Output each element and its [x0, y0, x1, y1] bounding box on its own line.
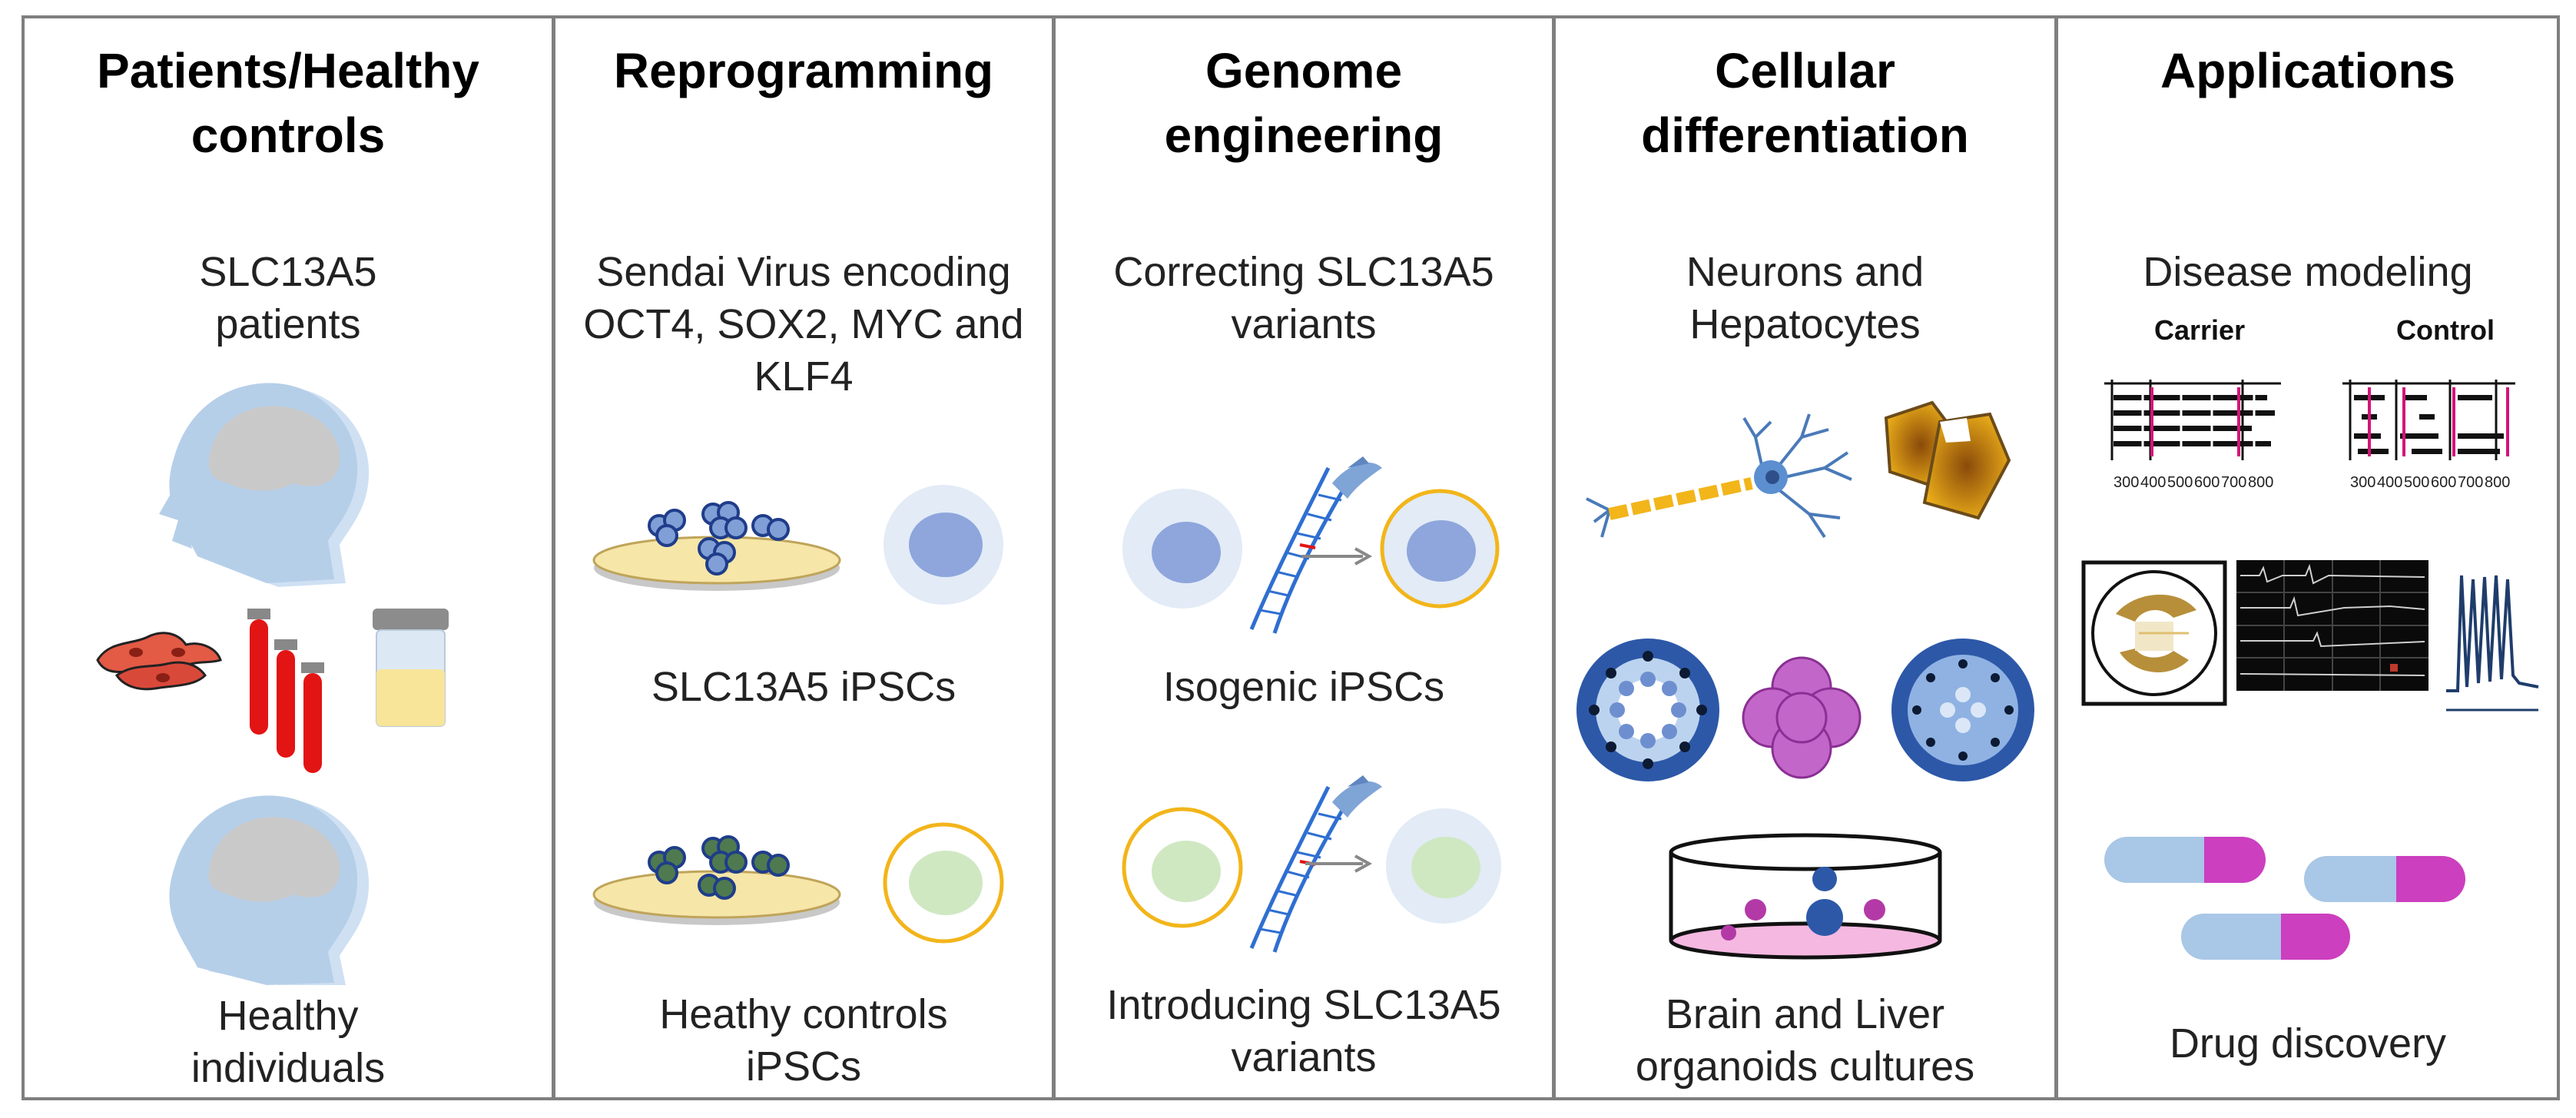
heading-line: controls [191, 108, 386, 163]
raster-title-control: Control [2396, 314, 2495, 346]
label-line: Disease modeling [2143, 249, 2473, 295]
label-line: SLC13A5 [199, 249, 377, 295]
neuron-icon [1586, 413, 1852, 539]
label-line: patients [215, 301, 361, 347]
tick-label: 600 [2431, 474, 2456, 491]
label-line: Brain and Liver [1665, 991, 1945, 1037]
column-differentiation: Cellular differentiation Neurons and Hep… [1556, 18, 2054, 1097]
tick-label: 500 [2167, 474, 2193, 491]
healthy-head-icon [169, 795, 370, 985]
label-line: Healthy [217, 993, 359, 1039]
column-patients: Patients/Healthy controls SLC13A5 patien… [25, 18, 552, 1097]
raster-plots-icon: Carrier Control 300 [2104, 314, 2515, 491]
heading-line: Reprogramming [613, 43, 994, 98]
tick-label: 400 [2377, 474, 2402, 491]
column-genome-engineering: Genome engineering Correcting SLC13A5 va… [1056, 18, 1552, 1097]
ipsc-cell-blue-icon [884, 485, 1003, 605]
column-heading-applications: Applications [2058, 38, 2558, 103]
label-line: Drug discovery [2169, 1020, 2447, 1067]
label-healthy-controls-ipscs: Heathy controls iPSCs [555, 988, 1052, 1093]
sample-cup-icon [373, 609, 449, 727]
fibroblast-cells-icon [96, 632, 222, 691]
label-correcting-variants: Correcting SLC13A5 variants [1056, 246, 1552, 350]
tick-label: 700 [2458, 474, 2483, 491]
label-organoids: Brain and Liver organoids cultures [1556, 988, 2054, 1093]
action-potential-trace-icon [2446, 575, 2539, 712]
mea-recording-traces-icon [2236, 560, 2428, 691]
column-divider-2 [1052, 15, 1056, 1100]
heading-line: Genome [1205, 43, 1403, 98]
raster-carrier-ticks: 300 400 500 600 700 800 [2114, 474, 2273, 491]
gene-correction-crispr-icon [1122, 456, 1500, 634]
raster-title-carrier: Carrier [2154, 314, 2245, 346]
brain-organoid-icon [1576, 639, 2034, 781]
organoid-culture-dish-icon [1669, 833, 1942, 960]
label-line: Sendai Virus encoding [596, 249, 1011, 295]
label-slc13a5-patients: SLC13A5 patients [25, 246, 552, 350]
ipsc-cell-green-icon [883, 822, 1004, 944]
column-heading-genome: Genome engineering [1056, 38, 1552, 168]
tick-label: 700 [2221, 474, 2246, 491]
label-sendai-virus: Sendai Virus encoding OCT4, SOX2, MYC an… [555, 246, 1052, 403]
tick-label: 600 [2194, 474, 2220, 491]
drug-capsules-icon [2104, 837, 2465, 960]
label-line: individuals [191, 1045, 386, 1091]
blood-tubes-icon [247, 609, 324, 773]
label-healthy-individuals: Healthy individuals [25, 990, 552, 1094]
label-isogenic-ipscs: Isogenic iPSCs [1056, 661, 1552, 713]
culture-dish-colonies-icon [592, 501, 841, 591]
patient-head-icon [159, 383, 370, 587]
label-line: Neurons and [1686, 249, 1925, 295]
label-line: Heathy controls [659, 991, 948, 1037]
tick-label: 300 [2350, 474, 2375, 491]
label-line: Correcting SLC13A5 [1113, 249, 1494, 295]
mea-well-icon [2081, 560, 2227, 706]
tick-label: 500 [2404, 474, 2429, 491]
label-introducing-variants: Introducing SLC13A5 variants [1056, 979, 1552, 1083]
tick-label: 400 [2140, 474, 2166, 491]
label-neurons-hepatocytes: Neurons and Hepatocytes [1556, 246, 2054, 350]
column-divider-3 [1552, 15, 1556, 1100]
heading-line: Patients/Healthy [97, 43, 479, 98]
column-heading-patients: Patients/Healthy controls [25, 38, 552, 168]
heading-line: engineering [1164, 108, 1444, 163]
raster-control-ticks: 300 400 500 600 700 800 [2350, 474, 2510, 491]
column-applications: Applications Disease modeling Drug disco… [2058, 18, 2558, 1097]
culture-dish-control-colonies-icon [592, 835, 841, 925]
label-line: Hepatocytes [1689, 301, 1921, 347]
figure-frame [22, 15, 2560, 1100]
label-line: SLC13A5 iPSCs [651, 664, 956, 710]
tick-label: 300 [2114, 474, 2139, 491]
label-line: variants [1231, 1034, 1377, 1080]
label-line: Isogenic iPSCs [1162, 664, 1445, 710]
label-disease-modeling: Disease modeling [2058, 246, 2558, 298]
hepatocytes-icon [1884, 400, 2011, 520]
label-line: organoids cultures [1635, 1043, 1975, 1090]
label-line: variants [1231, 301, 1377, 347]
tick-label: 800 [2248, 474, 2273, 491]
gene-introduction-crispr-icon [1122, 775, 1501, 953]
heading-line: differentiation [1641, 108, 1969, 163]
column-heading-reprogramming: Reprogramming [555, 38, 1052, 103]
column-divider-4 [2054, 15, 2058, 1100]
tick-label: 800 [2485, 474, 2510, 491]
heading-line: Cellular [1715, 43, 1895, 98]
label-slc13a5-ipscs: SLC13A5 iPSCs [555, 661, 1052, 713]
label-line: Introducing SLC13A5 [1106, 982, 1501, 1028]
label-line: OCT4, SOX2, MYC and [583, 301, 1024, 347]
column-reprogramming: Reprogramming Sendai Virus encoding OCT4… [555, 18, 1052, 1097]
heading-line: Applications [2160, 43, 2456, 98]
column-heading-differentiation: Cellular differentiation [1556, 38, 2054, 168]
label-drug-discovery: Drug discovery [2058, 1017, 2558, 1070]
label-line: KLF4 [754, 353, 854, 400]
label-line: iPSCs [745, 1043, 862, 1090]
column-divider-1 [552, 15, 555, 1100]
